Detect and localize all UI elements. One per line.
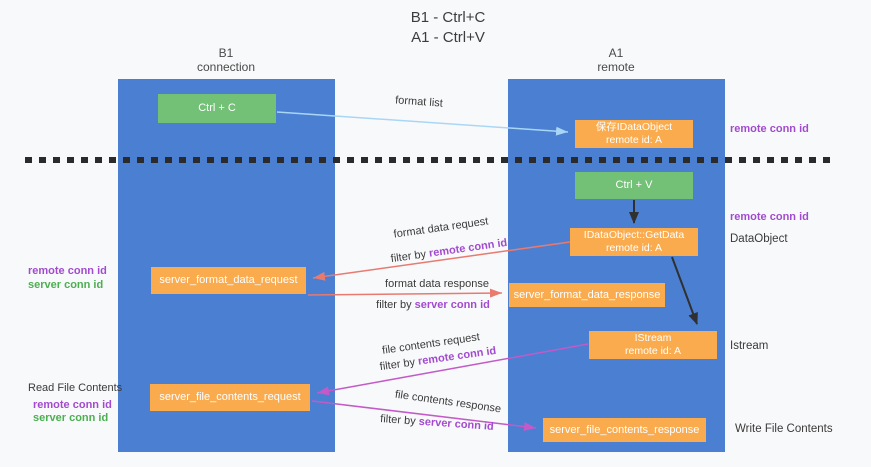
lane-header-b1-line2: connection bbox=[196, 60, 256, 74]
diagram-title: B1 - Ctrl+C A1 - Ctrl+V bbox=[348, 8, 548, 48]
node-ctrl-v: Ctrl + V bbox=[575, 172, 693, 199]
node-server-file-contents-request: server_file_contents_request bbox=[150, 384, 310, 411]
annotation-dataobject: DataObject bbox=[730, 233, 788, 245]
node-save-idataobject-line1: 保存IDataObject bbox=[595, 121, 673, 133]
node-server-file-contents-response: server_file_contents_response bbox=[543, 418, 706, 442]
node-server-file-contents-request-label: server_file_contents_request bbox=[159, 391, 301, 403]
label-format-data-request: format data request bbox=[392, 215, 490, 241]
annotation-write-file-contents: Write File Contents bbox=[735, 423, 833, 435]
filter-key-remote: remote conn id bbox=[428, 236, 508, 260]
annotation-remote-conn-id-left2: remote conn id bbox=[33, 399, 112, 411]
node-server-format-data-request-label: server_format_data_request bbox=[159, 274, 298, 286]
filter-by-text: filter by bbox=[376, 299, 412, 311]
node-istream-line1: IStream bbox=[634, 332, 672, 344]
node-istream: IStream remote id: A bbox=[589, 331, 717, 359]
filter-key-server: server conn id bbox=[418, 415, 495, 433]
diagram-title-line2: A1 - Ctrl+V bbox=[411, 29, 485, 46]
node-ctrl-c: Ctrl + C bbox=[158, 94, 276, 123]
node-save-idataobject-line2: remote id: A bbox=[605, 134, 663, 146]
annotation-remote-conn-id-top: remote conn id bbox=[730, 123, 809, 135]
node-save-idataobject: 保存IDataObject remote id: A bbox=[575, 120, 693, 148]
arrow-format-data-response bbox=[307, 288, 503, 298]
label-filter-by-server-1: filter by server conn id bbox=[376, 299, 490, 311]
filter-by-text: filter by bbox=[379, 413, 417, 428]
annotation-read-file-contents: Read File Contents bbox=[28, 382, 123, 394]
diagram-title-line1: B1 - Ctrl+C bbox=[410, 9, 486, 26]
label-filter-by-remote-1: filter by remote conn id bbox=[390, 237, 508, 265]
annotation-server-conn-id-left2: server conn id bbox=[33, 412, 109, 424]
filter-key-server: server conn id bbox=[414, 299, 490, 311]
label-format-list: format list bbox=[394, 94, 444, 110]
node-ctrl-c-label: Ctrl + C bbox=[198, 102, 236, 114]
lane-header-a1: A1 remote bbox=[516, 46, 716, 74]
lane-header-b1-line1: B1 bbox=[218, 46, 234, 60]
node-server-format-data-response-label: server_format_data_response bbox=[513, 288, 661, 301]
label-filter-by-server-2: filter by server conn id bbox=[380, 413, 494, 433]
lane-header-b1: B1 connection bbox=[126, 46, 326, 74]
node-idataobject-getdata-line2: remote id: A bbox=[605, 242, 663, 254]
filter-by-text: filter by bbox=[379, 356, 416, 374]
node-ctrl-v-label: Ctrl + V bbox=[615, 179, 653, 191]
node-server-format-data-request: server_format_data_request bbox=[151, 267, 306, 294]
lane-header-a1-line1: A1 bbox=[608, 46, 624, 60]
node-idataobject-getdata-line1: IDataObject::GetData bbox=[583, 229, 685, 241]
label-format-data-response: format data response bbox=[385, 278, 489, 290]
node-istream-line2: remote id: A bbox=[624, 345, 682, 357]
node-idataobject-getdata: IDataObject::GetData remote id: A bbox=[570, 228, 698, 256]
filter-by-text: filter by bbox=[390, 248, 427, 266]
annotation-istream: Istream bbox=[730, 340, 769, 352]
annotation-remote-conn-id-mid: remote conn id bbox=[730, 211, 809, 223]
lane-header-a1-line2: remote bbox=[597, 60, 635, 74]
node-server-format-data-response: server_format_data_response bbox=[509, 283, 665, 307]
label-file-contents-response: file contents response bbox=[394, 388, 502, 416]
annotation-server-conn-id-left1: server conn id bbox=[28, 279, 104, 291]
node-server-file-contents-response-label: server_file_contents_response bbox=[549, 423, 700, 436]
annotation-remote-conn-id-left1: remote conn id bbox=[28, 265, 107, 277]
